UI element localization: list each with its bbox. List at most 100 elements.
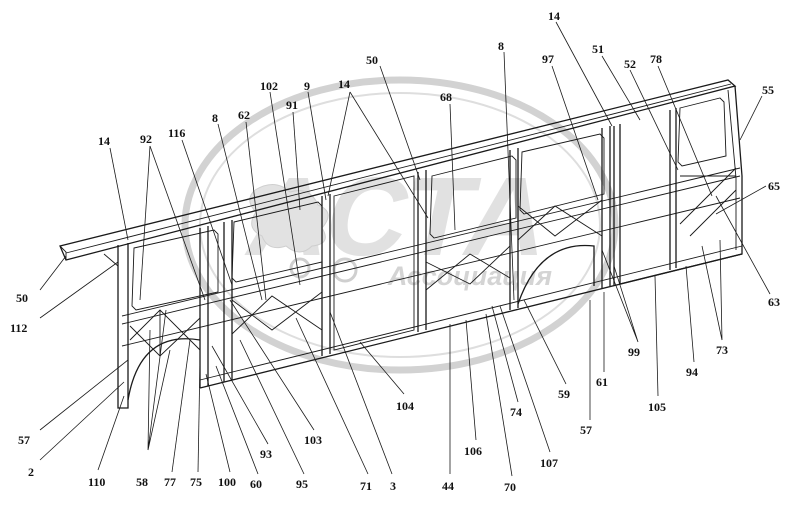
leader-92b — [139, 145, 151, 301]
callout-2: 2 — [28, 465, 34, 479]
leader-55 — [739, 95, 763, 141]
callout-99: 99 — [628, 345, 640, 359]
callout-63: 63 — [768, 295, 780, 309]
frame-structure — [59, 79, 743, 409]
leader-105 — [654, 275, 659, 397]
lower-belt-rail — [121, 197, 741, 347]
callout-100: 100 — [218, 475, 236, 489]
truss-bay-3 — [425, 245, 511, 291]
callout-105: 105 — [648, 400, 666, 414]
callout-110: 110 — [88, 475, 105, 489]
callout-14-right: 14 — [548, 9, 560, 23]
door-opening — [333, 175, 415, 351]
truss-bay-2 — [231, 291, 323, 335]
leader-100 — [205, 373, 231, 473]
leader-92a — [149, 145, 206, 301]
callout-91: 91 — [286, 98, 298, 112]
wheel-arch-front — [127, 338, 201, 401]
leader-57-left — [39, 359, 129, 431]
rear-end-wall-inner — [727, 89, 737, 250]
waist-rail-lower — [121, 175, 741, 325]
callout-71: 71 — [360, 479, 372, 493]
callout-51: 51 — [592, 42, 604, 56]
leader-74 — [491, 305, 519, 403]
leader-68 — [449, 103, 456, 231]
rear-end-wall — [619, 85, 743, 285]
leader-112 — [39, 261, 119, 319]
leader-99 — [601, 249, 639, 343]
leader-9 — [307, 91, 327, 201]
window-4 — [519, 133, 605, 215]
leader-14-left — [109, 147, 129, 241]
callout-73: 73 — [716, 343, 728, 357]
window-5 — [677, 97, 727, 167]
callout-94: 94 — [686, 365, 698, 379]
window-3 — [429, 155, 517, 239]
leader-93 — [211, 345, 269, 445]
callout-97: 97 — [542, 52, 554, 66]
callout-8-left: 8 — [212, 111, 218, 125]
top-rail-bottom-edge — [59, 245, 67, 260]
callout-75: 75 — [190, 475, 202, 489]
leader-73 — [701, 239, 723, 341]
leader-50-left — [39, 255, 67, 291]
watermark-ellipse-outer — [181, 76, 619, 374]
callout-3: 3 — [390, 479, 396, 493]
callout-116: 116 — [168, 126, 185, 140]
leader-8-right — [503, 51, 515, 301]
leader-63 — [715, 195, 771, 295]
leader-94 — [685, 265, 695, 363]
callout-106: 106 — [464, 444, 482, 458]
leader-2 — [39, 381, 125, 461]
callout-57-left: 57 — [18, 433, 30, 447]
leader-59 — [523, 299, 567, 385]
truss-bay-4 — [517, 199, 603, 241]
callout-58: 58 — [136, 475, 148, 489]
leader-104 — [359, 341, 405, 395]
callout-14-left: 14 — [98, 134, 110, 148]
leader-60 — [215, 365, 259, 475]
waist-rail — [121, 167, 741, 317]
leader-51 — [601, 55, 641, 121]
bottom-rail — [199, 253, 743, 389]
callout-65: 65 — [768, 179, 780, 193]
pillar-7 — [613, 124, 621, 286]
callout-74: 74 — [510, 405, 522, 419]
callout-93: 93 — [260, 447, 272, 461]
callout-77: 77 — [164, 475, 176, 489]
callout-59: 59 — [558, 387, 570, 401]
callout-61: 61 — [596, 375, 608, 389]
leader-95 — [239, 339, 305, 475]
leader-50-top — [379, 65, 421, 181]
leader-14-mid-b — [349, 91, 429, 219]
leader-14-right — [555, 21, 613, 127]
leader-91 — [292, 111, 301, 211]
pillar-4 — [417, 170, 427, 332]
callout-104: 104 — [396, 399, 414, 413]
truss-rear — [679, 167, 737, 237]
callout-50-top: 50 — [366, 53, 378, 67]
callout-103: 103 — [304, 433, 322, 447]
callout-9: 9 — [304, 79, 310, 93]
top-rail-inner-line — [65, 83, 732, 254]
watermark-football-icon-1 — [289, 257, 311, 279]
leader-70 — [485, 313, 513, 477]
callout-57-right: 57 — [580, 423, 592, 437]
pillar-8 — [669, 108, 677, 270]
leader-103 — [229, 299, 315, 431]
callout-52: 52 — [624, 57, 636, 71]
front-post — [117, 243, 129, 409]
leader-110 — [97, 395, 125, 471]
callout-78: 78 — [650, 52, 662, 66]
pillar-5 — [509, 148, 519, 310]
leader-65 — [715, 185, 767, 215]
leader-62 — [245, 121, 267, 301]
pillar-6 — [601, 126, 611, 288]
callout-8-right: 8 — [498, 39, 504, 53]
leader-58 — [147, 309, 171, 451]
leader-71 — [295, 317, 369, 475]
leader-116 — [181, 139, 233, 286]
bottom-rail-inner — [199, 245, 743, 381]
